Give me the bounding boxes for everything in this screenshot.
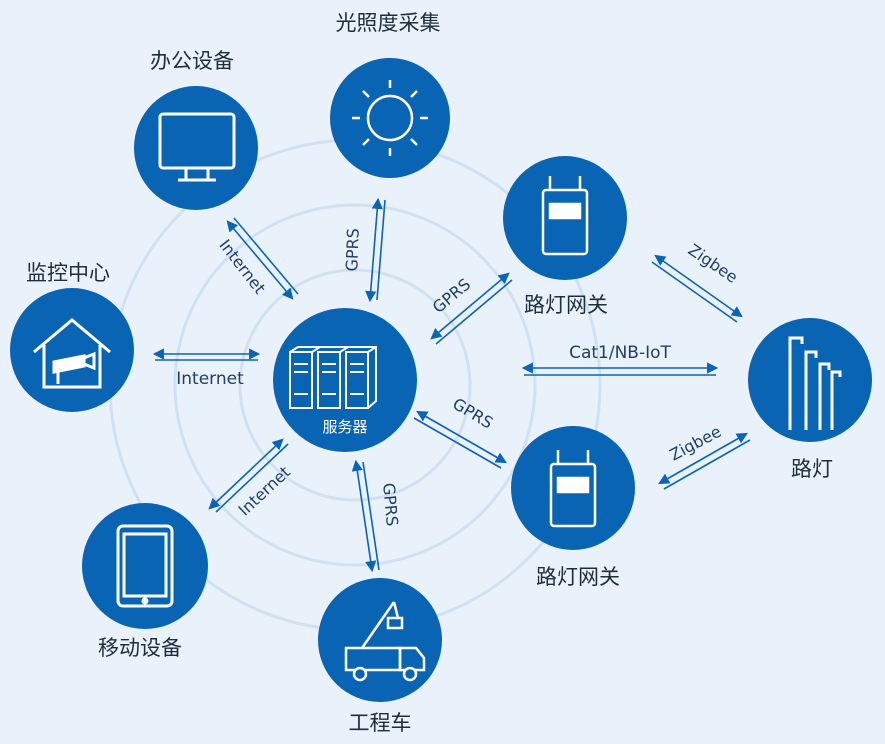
arrow-gateway-top-server — [430, 272, 513, 345]
link-label-light: GPRS — [342, 228, 363, 272]
office-node: 办公设备 — [134, 49, 258, 210]
server-label: 服务器 — [322, 418, 367, 436]
crane-truck-icon — [344, 601, 426, 682]
arrow-gateway-bot-server — [413, 410, 507, 469]
arrow-office-server — [226, 217, 299, 300]
server-rack-icon — [289, 346, 377, 409]
monitor-center-node: 监控中心 — [10, 261, 134, 412]
link-labels: Internet GPRS Internet Internet GPRS GPR… — [176, 228, 741, 527]
gateway-top-node: 路灯网关 — [503, 156, 627, 317]
link-label-gateway-top: GPRS — [429, 275, 474, 317]
arrow-mobile-server — [208, 438, 289, 513]
arrow-truck-server — [351, 459, 380, 573]
monitor-center-label: 监控中心 — [26, 261, 110, 285]
arrow-light-server — [365, 197, 386, 303]
server-node: 服务器 — [273, 308, 417, 452]
arrow-gateway-bot-streetlight — [658, 432, 751, 490]
link-label-zigbee-bot: Zigbee — [666, 422, 724, 465]
street-light-icon — [788, 336, 842, 430]
link-label-direct: Cat1/NB-IoT — [569, 343, 671, 363]
light-sensor-label: 光照度采集 — [336, 11, 441, 35]
light-sensor-node: 光照度采集 — [330, 11, 450, 178]
link-label-monitor: Internet — [176, 369, 244, 389]
streetlight-node: 路灯 — [748, 318, 872, 481]
mobile-label: 移动设备 — [98, 636, 182, 660]
mobile-node: 移动设备 — [82, 503, 208, 660]
truck-node: 工程车 — [318, 578, 442, 735]
link-label-zigbee-top: Zigbee — [685, 240, 742, 287]
gateway-device-icon — [549, 450, 597, 528]
link-label-truck: GPRS — [379, 482, 402, 527]
arrow-direct-streetlight — [521, 362, 719, 376]
arrow-gateway-top-streetlight — [651, 254, 743, 323]
house-camera-icon — [33, 318, 111, 389]
monitor-icon — [158, 112, 236, 182]
gateway-bottom-label: 路灯网关 — [536, 565, 620, 589]
gateway-bottom-node: 路灯网关 — [511, 426, 635, 589]
office-label: 办公设备 — [150, 49, 234, 73]
gateway-top-label: 路灯网关 — [524, 293, 608, 317]
sun-icon — [352, 80, 428, 156]
arrow-monitor-server — [152, 348, 261, 361]
connection-arrows — [152, 197, 751, 573]
gateway-device-icon — [541, 176, 589, 256]
truck-label: 工程车 — [349, 711, 412, 735]
link-label-mobile: Internet — [235, 462, 294, 519]
link-label-gateway-bot: GPRS — [449, 394, 496, 433]
tablet-icon — [116, 524, 174, 608]
streetlight-label: 路灯 — [791, 457, 833, 481]
